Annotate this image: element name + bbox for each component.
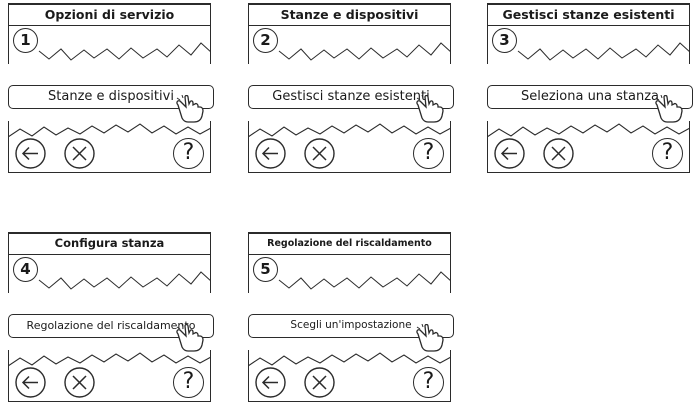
hand-pointer-icon (655, 95, 683, 123)
torn-edge (517, 42, 689, 61)
torn-edge (487, 123, 690, 138)
screen-header: Stanze e dispositivi 2 (248, 3, 451, 64)
cancel-x-icon[interactable] (543, 138, 574, 169)
step-number: 4 (13, 257, 38, 282)
help-question-icon[interactable]: ? (413, 138, 444, 169)
cancel-x-icon[interactable] (304, 138, 335, 169)
screen-title: Gestisci stanze esistenti (488, 5, 689, 26)
torn-edge (8, 352, 211, 367)
help-question-icon[interactable]: ? (173, 367, 204, 398)
cancel-x-icon[interactable] (64, 138, 95, 169)
screen-title: Configura stanza (9, 234, 210, 255)
torn-edge (278, 42, 450, 61)
screen-footer (8, 121, 211, 173)
back-arrow-icon[interactable] (494, 138, 525, 169)
help-glyph: ? (173, 138, 204, 169)
hand-pointer-icon (176, 95, 204, 123)
help-question-icon[interactable]: ? (413, 367, 444, 398)
screen-title: Opzioni di servizio (9, 5, 210, 26)
screen-footer (487, 121, 690, 173)
menu-button[interactable]: Regolazione del riscaldamento (8, 314, 214, 338)
screen-panel-4: Configura stanza 4 Regolazione del risca… (8, 232, 214, 402)
back-arrow-icon[interactable] (15, 138, 46, 169)
hand-pointer-icon (416, 95, 444, 123)
screen-header: Opzioni di servizio 1 (8, 3, 211, 64)
screen-panel-2: Stanze e dispositivi 2 Gestisci stanze e… (248, 3, 454, 173)
step-number: 1 (13, 28, 38, 53)
back-arrow-icon[interactable] (255, 138, 286, 169)
torn-edge (248, 123, 451, 138)
screen-footer (248, 350, 451, 402)
hand-pointer-icon (176, 324, 204, 352)
torn-edge (248, 352, 451, 367)
screen-panel-3: Gestisci stanze esistenti 3 Seleziona un… (487, 3, 693, 173)
screen-panel-1: Opzioni di servizio 1 Stanze e dispositi… (8, 3, 214, 173)
screen-panel-5: Regolazione del riscaldamento 5 Scegli u… (248, 232, 454, 402)
screen-header: Regolazione del riscaldamento 5 (248, 232, 451, 293)
hand-pointer-icon (416, 324, 444, 352)
help-glyph: ? (413, 138, 444, 169)
screen-header: Gestisci stanze esistenti 3 (487, 3, 690, 64)
help-glyph: ? (413, 367, 444, 398)
help-question-icon[interactable]: ? (173, 138, 204, 169)
help-glyph: ? (173, 367, 204, 398)
screen-title: Stanze e dispositivi (249, 5, 450, 26)
help-question-icon[interactable]: ? (652, 138, 683, 169)
torn-edge (278, 271, 450, 290)
cancel-x-icon[interactable] (304, 367, 335, 398)
screen-footer (248, 121, 451, 173)
torn-edge (8, 123, 211, 138)
back-arrow-icon[interactable] (15, 367, 46, 398)
screen-header: Configura stanza 4 (8, 232, 211, 293)
screen-footer (8, 350, 211, 402)
torn-edge (38, 42, 210, 61)
step-number: 5 (253, 257, 278, 282)
screen-title: Regolazione del riscaldamento (249, 234, 450, 255)
cancel-x-icon[interactable] (64, 367, 95, 398)
step-number: 2 (253, 28, 278, 53)
help-glyph: ? (652, 138, 683, 169)
back-arrow-icon[interactable] (255, 367, 286, 398)
step-number: 3 (492, 28, 517, 53)
torn-edge (38, 271, 210, 290)
